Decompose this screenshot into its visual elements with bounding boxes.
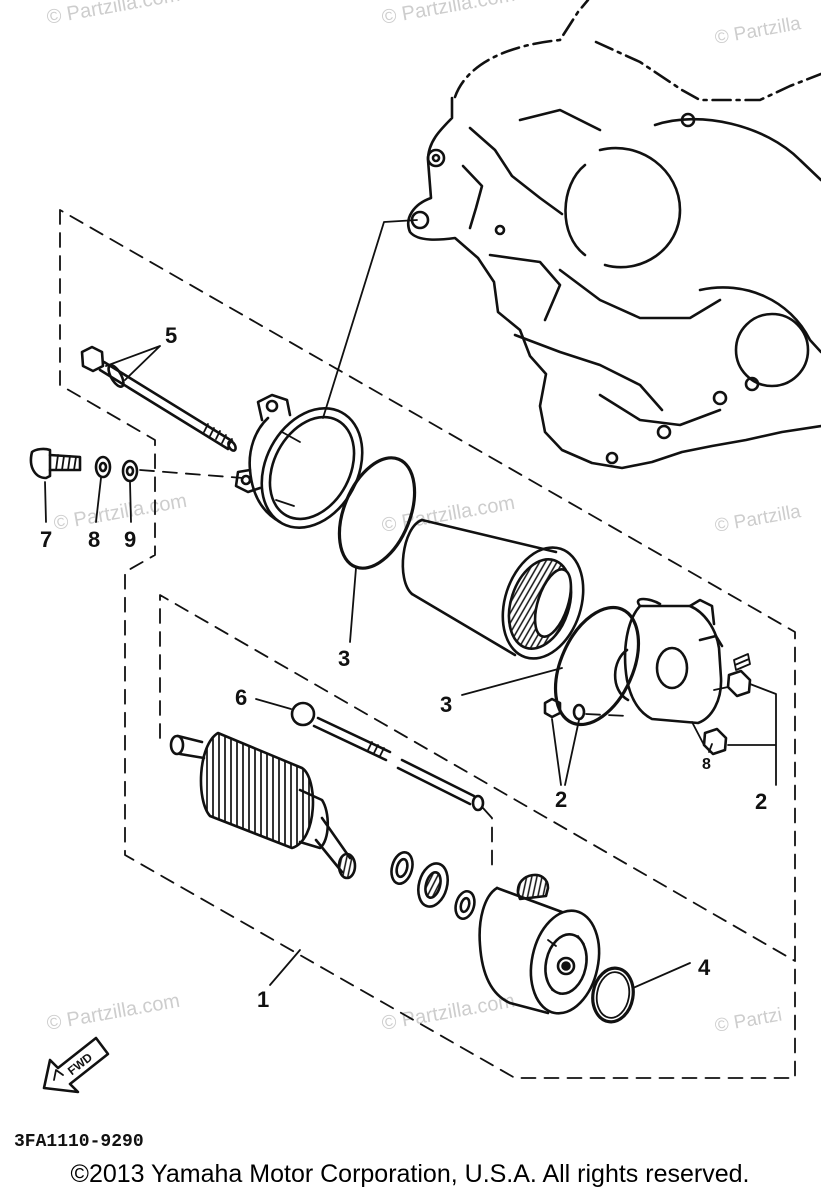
- watermark: © Partzilla: [713, 501, 803, 537]
- brush: [702, 727, 728, 756]
- callout-number: 4: [698, 955, 711, 980]
- o-ring-small: [591, 966, 635, 1024]
- callout-number: 9: [124, 527, 136, 552]
- o-ring: [553, 605, 641, 727]
- leader-line: [129, 481, 132, 523]
- callout-number: 3: [338, 646, 350, 671]
- leader-line: [105, 345, 161, 381]
- nut-leader-line: [585, 713, 629, 717]
- forward-arrow-label: FWD: [65, 1050, 95, 1078]
- leader-line: [349, 567, 357, 643]
- leader-line: [632, 962, 691, 989]
- armature-core: [199, 731, 315, 850]
- callout-number: 3: [440, 692, 452, 717]
- leader-line: [44, 481, 47, 523]
- armature: [169, 731, 357, 880]
- screw: [29, 447, 82, 480]
- mount-hole: [426, 148, 446, 168]
- callout-number: 2: [755, 789, 767, 814]
- leader-line: [95, 477, 102, 523]
- armature-shaft-spline: [337, 852, 357, 880]
- leader-line: [708, 743, 713, 753]
- watermark: © Partzilla: [713, 13, 803, 49]
- o-ring: [337, 456, 417, 570]
- bearing: [417, 862, 449, 908]
- watermark: © Partzilla.com: [380, 0, 517, 29]
- nut: [543, 697, 562, 719]
- brush-spring: [733, 653, 751, 671]
- through-bolt: [80, 345, 237, 452]
- callout-labels: 5 7 8 9 3 3 6 2 8 2 4 1: [40, 323, 767, 1012]
- watermark: © Partzilla.com: [45, 0, 182, 29]
- drawing-code: 3FA1110-9290: [14, 1132, 144, 1152]
- forward-arrow-icon: FWD: [42, 1036, 110, 1094]
- leader-line: [551, 718, 580, 786]
- washer: [94, 455, 112, 479]
- bolt-leader-line: [482, 807, 493, 874]
- copyright-notice: ©2013 Yamaha Motor Corporation, U.S.A. A…: [71, 1160, 750, 1188]
- front-cover-rim: [260, 407, 364, 529]
- watermark: © Partzi: [713, 1004, 783, 1036]
- brush: [726, 669, 752, 698]
- yoke: [401, 518, 585, 660]
- leader-line: [269, 949, 301, 986]
- callout-number: 5: [165, 323, 177, 348]
- leader-line: [727, 683, 777, 786]
- leader-line: [461, 667, 563, 696]
- terminal-grommet: [516, 873, 550, 901]
- callout-number: 8: [88, 527, 100, 552]
- callout-number: 2: [555, 787, 567, 812]
- mount-leader-line: [322, 219, 418, 419]
- callout-leaders: [44, 345, 777, 989]
- leader-line: [255, 698, 292, 710]
- rear-cover: [478, 873, 601, 1015]
- watermark: © Partzilla.com: [52, 490, 189, 535]
- long-bolt: [290, 701, 485, 812]
- screw-leader-line: [139, 469, 244, 479]
- callout-number: 1: [257, 987, 269, 1012]
- nut: [572, 703, 586, 721]
- brush-holder: [613, 597, 752, 756]
- watermark: © Partzilla.com: [45, 990, 182, 1035]
- lock-washer: [121, 459, 139, 483]
- callout-number: 8: [702, 756, 711, 773]
- crankcase-outline: [407, 0, 821, 470]
- washer-set: [390, 851, 476, 921]
- callout-number: 7: [40, 527, 52, 552]
- watermark: © Partzilla.com: [380, 492, 517, 537]
- assembly-boundary-inner: [159, 594, 796, 962]
- assembly-boundary-outer: [59, 209, 796, 1079]
- callout-number: 6: [235, 685, 247, 710]
- front-cover: [234, 393, 364, 529]
- watermarks: © Partzilla.com © Partzilla.com © Partzi…: [45, 0, 803, 1037]
